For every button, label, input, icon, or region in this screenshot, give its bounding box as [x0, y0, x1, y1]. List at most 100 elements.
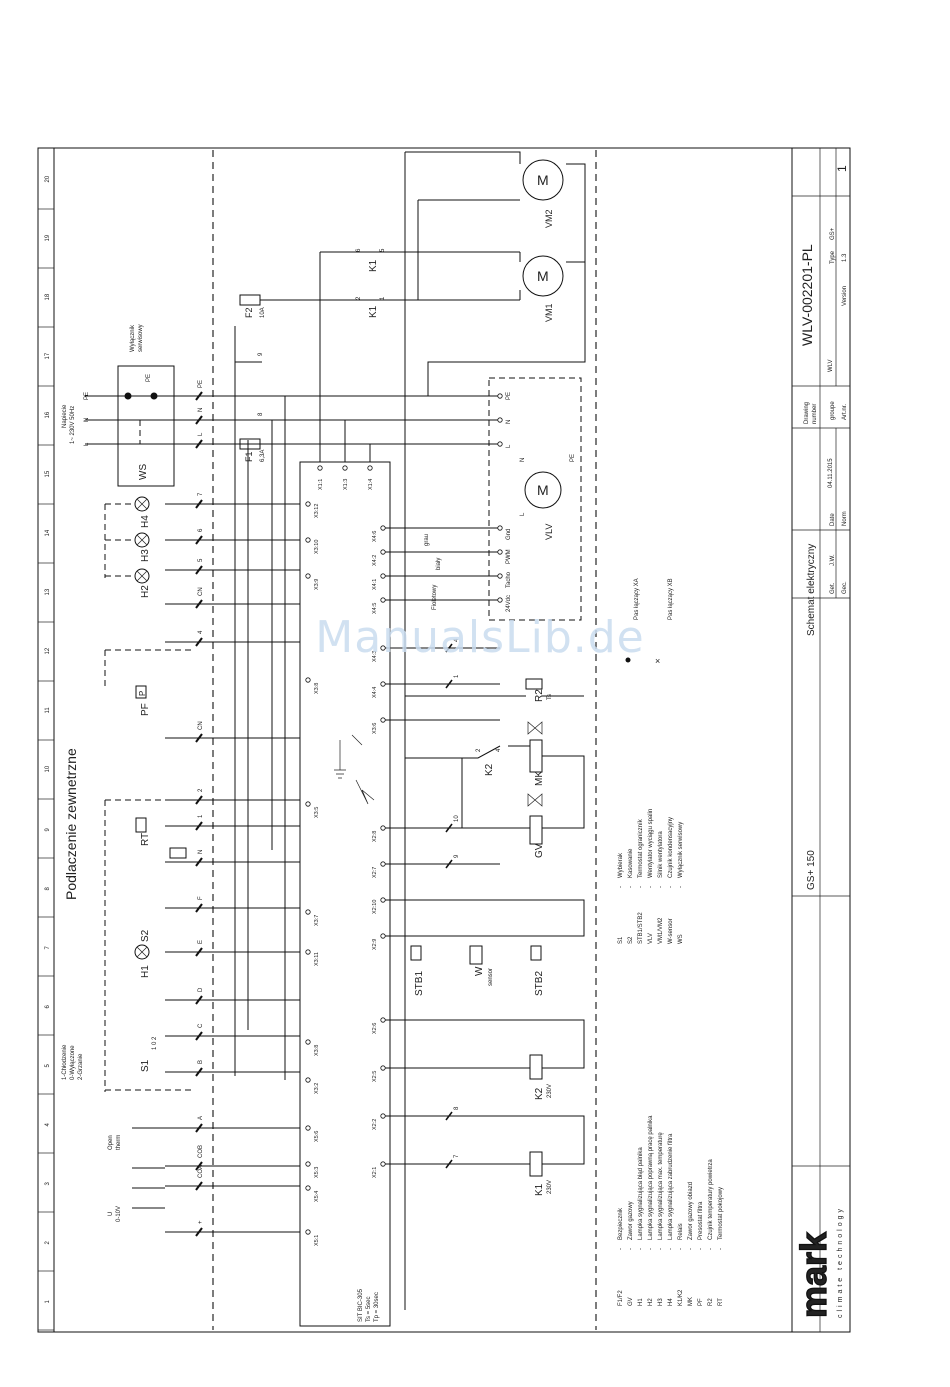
controller-tp: Tp = 30sec: [374, 1292, 380, 1322]
safety-thermostat-stb2: STB2: [530, 945, 545, 996]
terminal-label: F: [198, 896, 204, 900]
terminal-label: A: [198, 1116, 204, 1120]
strip-xa-marker: [625, 657, 631, 663]
fuse-f1: F1 6,3A: [239, 438, 266, 462]
legend-code: H2: [648, 1298, 654, 1306]
room-thermostat-rt: RT: [135, 817, 187, 859]
get-label: Get.: [830, 582, 836, 594]
x-terminal: [305, 1161, 311, 1167]
terminal-label: 1: [198, 814, 204, 818]
vlv-terminal: [497, 549, 503, 555]
legend-desc: Relais: [678, 1223, 684, 1240]
svg-text:2: 2: [356, 296, 362, 300]
terminal-label: CN: [198, 587, 204, 596]
terminal-mark: [195, 1067, 203, 1077]
legend-code: S1: [618, 936, 624, 944]
x-terminal-label: X4:3: [372, 651, 378, 662]
terminal-mark: [195, 535, 203, 545]
terminal-label: E: [198, 940, 204, 944]
svg-text:STB2: STB2: [534, 971, 545, 996]
svg-text:5: 5: [380, 248, 386, 252]
column-number: 16: [45, 411, 51, 418]
x-terminal-label: X5:4: [314, 1191, 320, 1202]
x-terminal-label: X2:7: [372, 867, 378, 878]
legend-desc: Termostat pokojowy: [718, 1187, 724, 1240]
valve-mk: MK: [527, 721, 545, 786]
vlv-terminal-label: PWM: [506, 549, 512, 564]
legend-desc: Termostat ograniczník: [638, 818, 644, 878]
legend-dash: -: [638, 1248, 644, 1250]
x-terminal: [380, 1017, 386, 1023]
service-switch-title: Wyłącznik: [130, 324, 136, 352]
lamp-h2: H2: [134, 568, 151, 598]
strip-xb-label: Pas łączący XB: [668, 578, 674, 620]
x-terminal-label: X4:1: [372, 579, 378, 590]
terminal-mark: [195, 857, 203, 867]
column-number: 3: [45, 1182, 51, 1186]
strip-mark-label: 9: [454, 854, 460, 858]
x-terminal: [380, 1161, 386, 1167]
terminal-mark: [195, 947, 203, 957]
x-terminal: [342, 465, 348, 471]
legend-desc: Silnik wentylatora: [658, 831, 664, 878]
terminal-9: 9: [258, 352, 264, 356]
service-switch-box: [117, 365, 175, 487]
terminal-mark: [195, 599, 203, 609]
legend-desc: Czujnik temperatury powietrza: [708, 1159, 714, 1240]
column-number: 6: [45, 1005, 51, 1009]
vlv-terminal: [497, 441, 503, 447]
wire-color-grau: grau: [424, 534, 430, 546]
valve-gv: GV: [527, 793, 545, 858]
relay-k2-contact: K2 2 4: [476, 748, 502, 776]
controller-left-terminals: X3:12X3:10X3:9X3:8X3:5X3:7X3:11X3:8X3:2X…: [305, 501, 320, 1246]
column-number: 17: [45, 352, 51, 359]
x-terminal-label: X4:4: [372, 687, 378, 698]
ws-label: WS: [138, 464, 149, 480]
legend-dash: -: [658, 886, 664, 888]
x-terminal-label: X5:1: [314, 1235, 320, 1246]
terminal-label: COB: [198, 1145, 204, 1158]
svg-text:MK: MK: [534, 771, 545, 786]
svg-text:GV: GV: [534, 843, 545, 858]
svg-text:230V: 230V: [547, 1084, 553, 1098]
svg-text:RT: RT: [140, 833, 151, 846]
terminal-mark: [195, 733, 203, 743]
wire-color-fioletowy: Fioletowy: [432, 585, 438, 610]
column-number: 15: [45, 470, 51, 477]
date-value: 04.11.2015: [828, 458, 834, 488]
x-terminal-label: X4:6: [372, 531, 378, 542]
terminal-label: N: [198, 408, 204, 412]
legend-desc: Presostat filtra: [698, 1201, 704, 1240]
terminal-mark: [195, 795, 203, 805]
x-terminal-label: X1:1: [318, 479, 324, 490]
groupe-label: groupe: [830, 401, 836, 420]
svg-text:sensor: sensor: [488, 968, 494, 986]
terminal-label: N: [198, 850, 204, 854]
vlv-fan-box: [488, 377, 582, 621]
strip-mark: [445, 679, 453, 689]
vlv-terminal: [497, 417, 503, 423]
pressure-switch-pf: P PF: [135, 685, 151, 716]
legend-dash: -: [628, 1248, 634, 1250]
x-terminal-label: X3:10: [314, 540, 320, 554]
artnr-label: Art.nr.: [842, 404, 848, 420]
svg-text:H2: H2: [140, 585, 151, 598]
svg-text:PF: PF: [140, 703, 151, 716]
svg-text:K1: K1: [368, 305, 379, 318]
svg-text:M: M: [537, 268, 549, 284]
legend-dash: -: [668, 1248, 674, 1250]
svg-text:N: N: [520, 458, 526, 462]
terminal-mark: [195, 1227, 203, 1237]
terminal-mark: [195, 821, 203, 831]
drawing-number: WLV-002201-PL: [799, 244, 815, 346]
terminal-mark: [195, 903, 203, 913]
pe-junction: [124, 392, 132, 400]
controller-ts: Ts = 5sec: [366, 1296, 372, 1322]
version-label: Version: [842, 286, 848, 306]
legend-desc: Wybierak: [618, 852, 624, 878]
brand-logo: mark: [793, 1231, 834, 1318]
legend-code: VM1/VM2: [658, 917, 664, 944]
svg-text:H4: H4: [140, 515, 151, 528]
x-terminal: [305, 801, 311, 807]
